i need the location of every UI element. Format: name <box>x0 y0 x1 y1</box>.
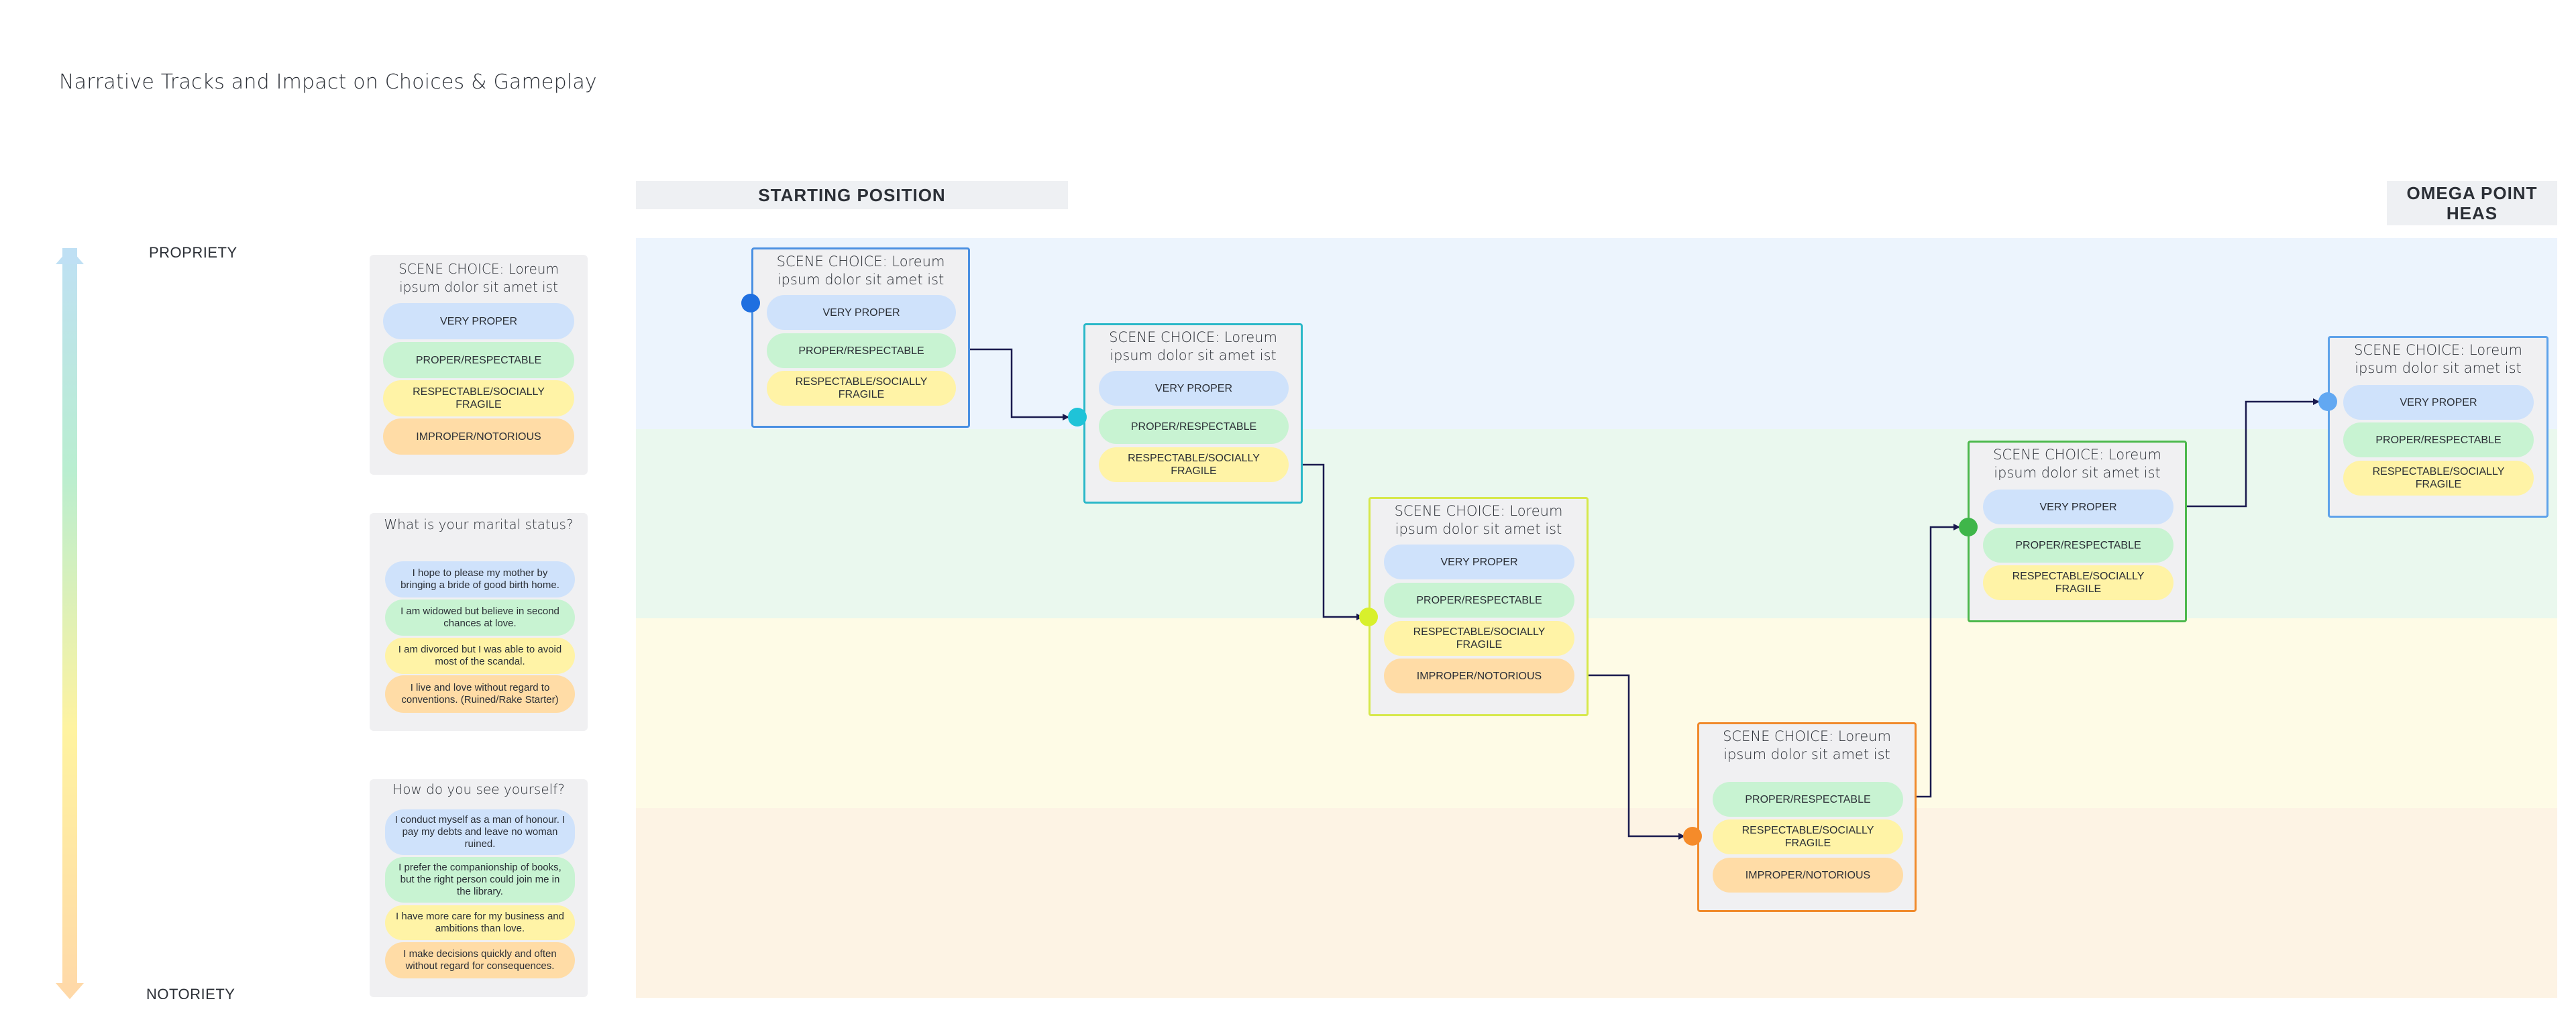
list-item[interactable]: I am widowed but believe in second chanc… <box>385 600 575 636</box>
scene-title: SCENE CHOICE: Loreum ipsum dolor sit ame… <box>1993 447 2161 481</box>
option-improper-notorious[interactable]: IMPROPER/NOTORIOUS <box>383 418 574 455</box>
question-title: SCENE CHOICE: Loreum ipsum dolor sit ame… <box>398 261 559 295</box>
scene-1-entry-dot <box>741 294 760 312</box>
page-title: Narrative Tracks and Impact on Choices &… <box>59 70 597 94</box>
list-item[interactable]: I make decisions quickly and often witho… <box>385 942 575 978</box>
scene-5-entry-dot <box>1959 518 1978 536</box>
option-proper-respectable[interactable]: PROPER/RESPECTABLE <box>1983 528 2174 563</box>
option-proper-respectable[interactable]: PROPER/RESPECTABLE <box>767 333 956 368</box>
list-item[interactable]: I live and love without regard to conven… <box>385 675 575 713</box>
option-improper-notorious[interactable]: IMPROPER/NOTORIOUS <box>1384 659 1574 693</box>
option-very-proper[interactable]: VERY PROPER <box>1099 371 1289 406</box>
option-respectable-fragile[interactable]: RESPECTABLE/SOCIALLY FRAGILE <box>383 380 574 416</box>
question-title: How do you see yourself? <box>392 781 565 797</box>
scene-choice-1: SCENE CHOICE: Loreum ipsum dolor sit ame… <box>751 247 970 428</box>
starting-position-header: STARTING POSITION <box>636 181 1068 209</box>
scene-choice-2: SCENE CHOICE: Loreum ipsum dolor sit ame… <box>1083 323 1303 504</box>
option-proper-respectable[interactable]: PROPER/RESPECTABLE <box>383 342 574 378</box>
option-improper-notorious[interactable]: IMPROPER/NOTORIOUS <box>1713 858 1903 893</box>
option-proper-respectable[interactable]: PROPER/RESPECTABLE <box>1099 409 1289 444</box>
question-card-2: What is your marital status? I hope to p… <box>370 513 588 731</box>
scene-4-entry-dot <box>1683 827 1702 846</box>
arrow-down-icon <box>56 983 84 999</box>
question-card-1: SCENE CHOICE: Loreum ipsum dolor sit ame… <box>370 255 588 475</box>
connector-5 <box>2172 398 2320 508</box>
option-respectable-fragile[interactable]: RESPECTABLE/SOCIALLY FRAGILE <box>1983 565 2174 600</box>
band-fragile <box>636 618 2557 808</box>
scene-2-entry-dot <box>1068 408 1087 426</box>
scene-choice-3: SCENE CHOICE: Loreum ipsum dolor sit ame… <box>1368 497 1589 716</box>
scene-title: SCENE CHOICE: Loreum ipsum dolor sit ame… <box>2354 342 2522 376</box>
option-respectable-fragile[interactable]: RESPECTABLE/SOCIALLY FRAGILE <box>1099 447 1289 482</box>
option-respectable-fragile[interactable]: RESPECTABLE/SOCIALLY FRAGILE <box>2343 461 2534 496</box>
band-notoriety <box>636 808 2557 998</box>
band-respectable <box>636 429 2557 618</box>
list-item[interactable]: I hope to please my mother by bringing a… <box>385 561 575 597</box>
option-respectable-fragile[interactable]: RESPECTABLE/SOCIALLY FRAGILE <box>1713 819 1903 854</box>
scene-title: SCENE CHOICE: Loreum ipsum dolor sit ame… <box>1723 728 1891 762</box>
question-card-3: How do you see yourself? I conduct mysel… <box>370 779 588 997</box>
list-item[interactable]: I am divorced but I was able to avoid mo… <box>385 638 575 674</box>
option-very-proper[interactable]: VERY PROPER <box>1983 490 2174 524</box>
option-respectable-fragile[interactable]: RESPECTABLE/SOCIALLY FRAGILE <box>767 371 956 406</box>
option-proper-respectable[interactable]: PROPER/RESPECTABLE <box>2343 422 2534 457</box>
option-proper-respectable[interactable]: PROPER/RESPECTABLE <box>1713 782 1903 817</box>
scene-title: SCENE CHOICE: Loreum ipsum dolor sit ame… <box>776 253 945 288</box>
option-very-proper[interactable]: VERY PROPER <box>1384 545 1574 579</box>
list-item[interactable]: I conduct myself as a man of honour. I p… <box>385 809 575 855</box>
connector-2 <box>1287 463 1363 620</box>
scene-3-entry-dot <box>1359 608 1378 626</box>
scene-choice-5: SCENE CHOICE: Loreum ipsum dolor sit ame… <box>1968 441 2187 622</box>
option-very-proper[interactable]: VERY PROPER <box>767 295 956 330</box>
omega-point-header: OMEGA POINT HEAS <box>2387 181 2557 225</box>
option-very-proper[interactable]: VERY PROPER <box>383 303 574 339</box>
connector-3 <box>1573 674 1685 840</box>
scene-6-entry-dot <box>2318 392 2337 411</box>
option-respectable-fragile[interactable]: RESPECTABLE/SOCIALLY FRAGILE <box>1384 621 1574 656</box>
list-item[interactable]: I have more care for my business and amb… <box>385 905 575 940</box>
list-item[interactable]: I prefer the companionship of books, but… <box>385 857 575 903</box>
scene-choice-4: SCENE CHOICE: Loreum ipsum dolor sit ame… <box>1697 722 1917 912</box>
scene-choice-6: SCENE CHOICE: Loreum ipsum dolor sit ame… <box>2328 336 2548 518</box>
question-title: What is your marital status? <box>384 516 574 532</box>
connector-1 <box>954 348 1069 420</box>
axis-bottom-label: NOTORIETY <box>146 986 235 1003</box>
scene-title: SCENE CHOICE: Loreum ipsum dolor sit ame… <box>1109 329 1277 363</box>
propriety-notoriety-axis <box>62 248 77 991</box>
option-very-proper[interactable]: VERY PROPER <box>2343 385 2534 420</box>
arrow-up-icon <box>56 248 84 264</box>
scene-title: SCENE CHOICE: Loreum ipsum dolor sit ame… <box>1394 503 1563 537</box>
axis-top-label: PROPRIETY <box>149 244 237 261</box>
option-proper-respectable[interactable]: PROPER/RESPECTABLE <box>1384 583 1574 618</box>
